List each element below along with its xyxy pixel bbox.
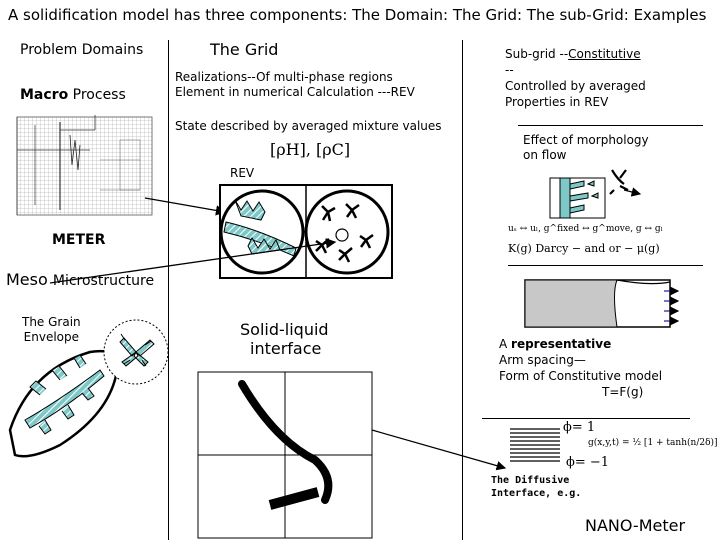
representative-word: representative bbox=[511, 337, 612, 351]
slide-title: A solidification model has three compone… bbox=[8, 6, 707, 24]
rev-label: REV bbox=[230, 166, 255, 180]
morphology-dendrite-image bbox=[549, 169, 642, 219]
solid-liquid-interface-label: Solid-liquid interface bbox=[240, 320, 329, 358]
morphology-line1: Effect of morphology bbox=[523, 133, 649, 147]
state-formula: [ρH], [ρC] bbox=[270, 140, 351, 159]
meso-word: Meso bbox=[6, 270, 48, 289]
realizations-line1: Realizations--Of multi-phase regions bbox=[175, 70, 393, 84]
interface-to-diffusive-arrow bbox=[371, 429, 507, 471]
arm-spacing-line: Arm spacing— bbox=[499, 353, 586, 367]
darcy-formula: K(g) Darcy − and or − μ(g) bbox=[508, 242, 660, 255]
representative-bottom-rule bbox=[482, 418, 690, 419]
phase-field-formula: g(x,y,t) = ½ [1 + tanh(n/2δ)] bbox=[588, 438, 718, 448]
interface-grid bbox=[197, 371, 373, 539]
macro-to-rev-arrow bbox=[144, 197, 227, 216]
grain-envelope-line1: The Grain bbox=[22, 315, 81, 329]
subgrid-prefix: Sub-grid -- bbox=[505, 47, 569, 61]
diffusive-interface-image bbox=[510, 427, 560, 467]
realizations-line2: Element in numerical Calculation ---REV bbox=[175, 85, 415, 99]
realizations-text: Realizations--Of multi-phase regions Ele… bbox=[175, 70, 415, 100]
form-constitutive-line: Form of Constitutive model bbox=[499, 369, 663, 383]
column-divider-right bbox=[462, 40, 463, 540]
microstructure-word: Microstructure bbox=[52, 273, 155, 289]
rev-left-circle bbox=[219, 189, 305, 275]
meso-microstructure-label: Meso Microstructure bbox=[6, 270, 154, 289]
a-prefix: A bbox=[499, 337, 512, 351]
process-word: Process bbox=[72, 87, 126, 103]
rev-right-circle bbox=[304, 189, 390, 275]
nano-meter-label: NANO-Meter bbox=[585, 516, 686, 535]
the-grid-heading: The Grid bbox=[210, 40, 279, 59]
morphology-text: Effect of morphology on flow bbox=[523, 133, 649, 163]
diffusive-line2: Interface, e.g. bbox=[491, 488, 582, 499]
diffusive-line1: The Diffusive bbox=[491, 475, 570, 486]
morphology-top-rule bbox=[518, 125, 703, 126]
dendrite-circle-image bbox=[103, 319, 169, 385]
diffusive-interface-text: The Diffusive Interface, e.g. bbox=[491, 474, 581, 500]
grain-envelope-line2: Envelope bbox=[23, 330, 80, 344]
solid-liquid-line2: interface bbox=[250, 339, 322, 358]
meso-to-rev-arrow bbox=[49, 238, 337, 284]
macro-word: Macro bbox=[20, 87, 69, 103]
flow-channel-image bbox=[524, 279, 680, 328]
macro-process-image bbox=[16, 115, 153, 216]
darcy-bottom-rule bbox=[508, 265, 703, 266]
subgrid-line1: Sub-grid --Constitutive bbox=[505, 46, 646, 62]
controlled-line1: Controlled by averaged bbox=[505, 79, 646, 93]
representative-line1: A representative bbox=[499, 336, 662, 352]
problem-domains-label: Problem Domains bbox=[20, 42, 144, 58]
subgrid-dashes: -- bbox=[505, 63, 514, 77]
morphology-line2: on flow bbox=[523, 148, 567, 162]
subgrid-text: Sub-grid --Constitutive -- Controlled by… bbox=[505, 46, 646, 110]
subgrid-constitutive: Constitutive bbox=[568, 47, 641, 61]
meter-label: METER bbox=[52, 232, 106, 248]
grain-envelope-image bbox=[8, 349, 120, 458]
solid-liquid-line1: Solid-liquid bbox=[240, 320, 329, 339]
state-described-text: State described by averaged mixture valu… bbox=[175, 119, 442, 133]
macro-process-label: Macro Process bbox=[20, 87, 126, 104]
exchange-formula: uₛ ↔ uₗ, g^fixed ↔ g^move, g ↔ gₗ bbox=[508, 224, 663, 234]
t-equals-line: T=F(g) bbox=[602, 385, 644, 399]
phi-plus-label: ϕ= 1 bbox=[563, 420, 596, 435]
grain-envelope-label: The Grain Envelope bbox=[22, 315, 81, 345]
phi-minus-label: ϕ= −1 bbox=[566, 455, 610, 470]
column-divider-left bbox=[168, 40, 169, 540]
representative-text: A representative Arm spacing— Form of Co… bbox=[499, 336, 662, 400]
controlled-line2: Properties in REV bbox=[505, 95, 609, 109]
